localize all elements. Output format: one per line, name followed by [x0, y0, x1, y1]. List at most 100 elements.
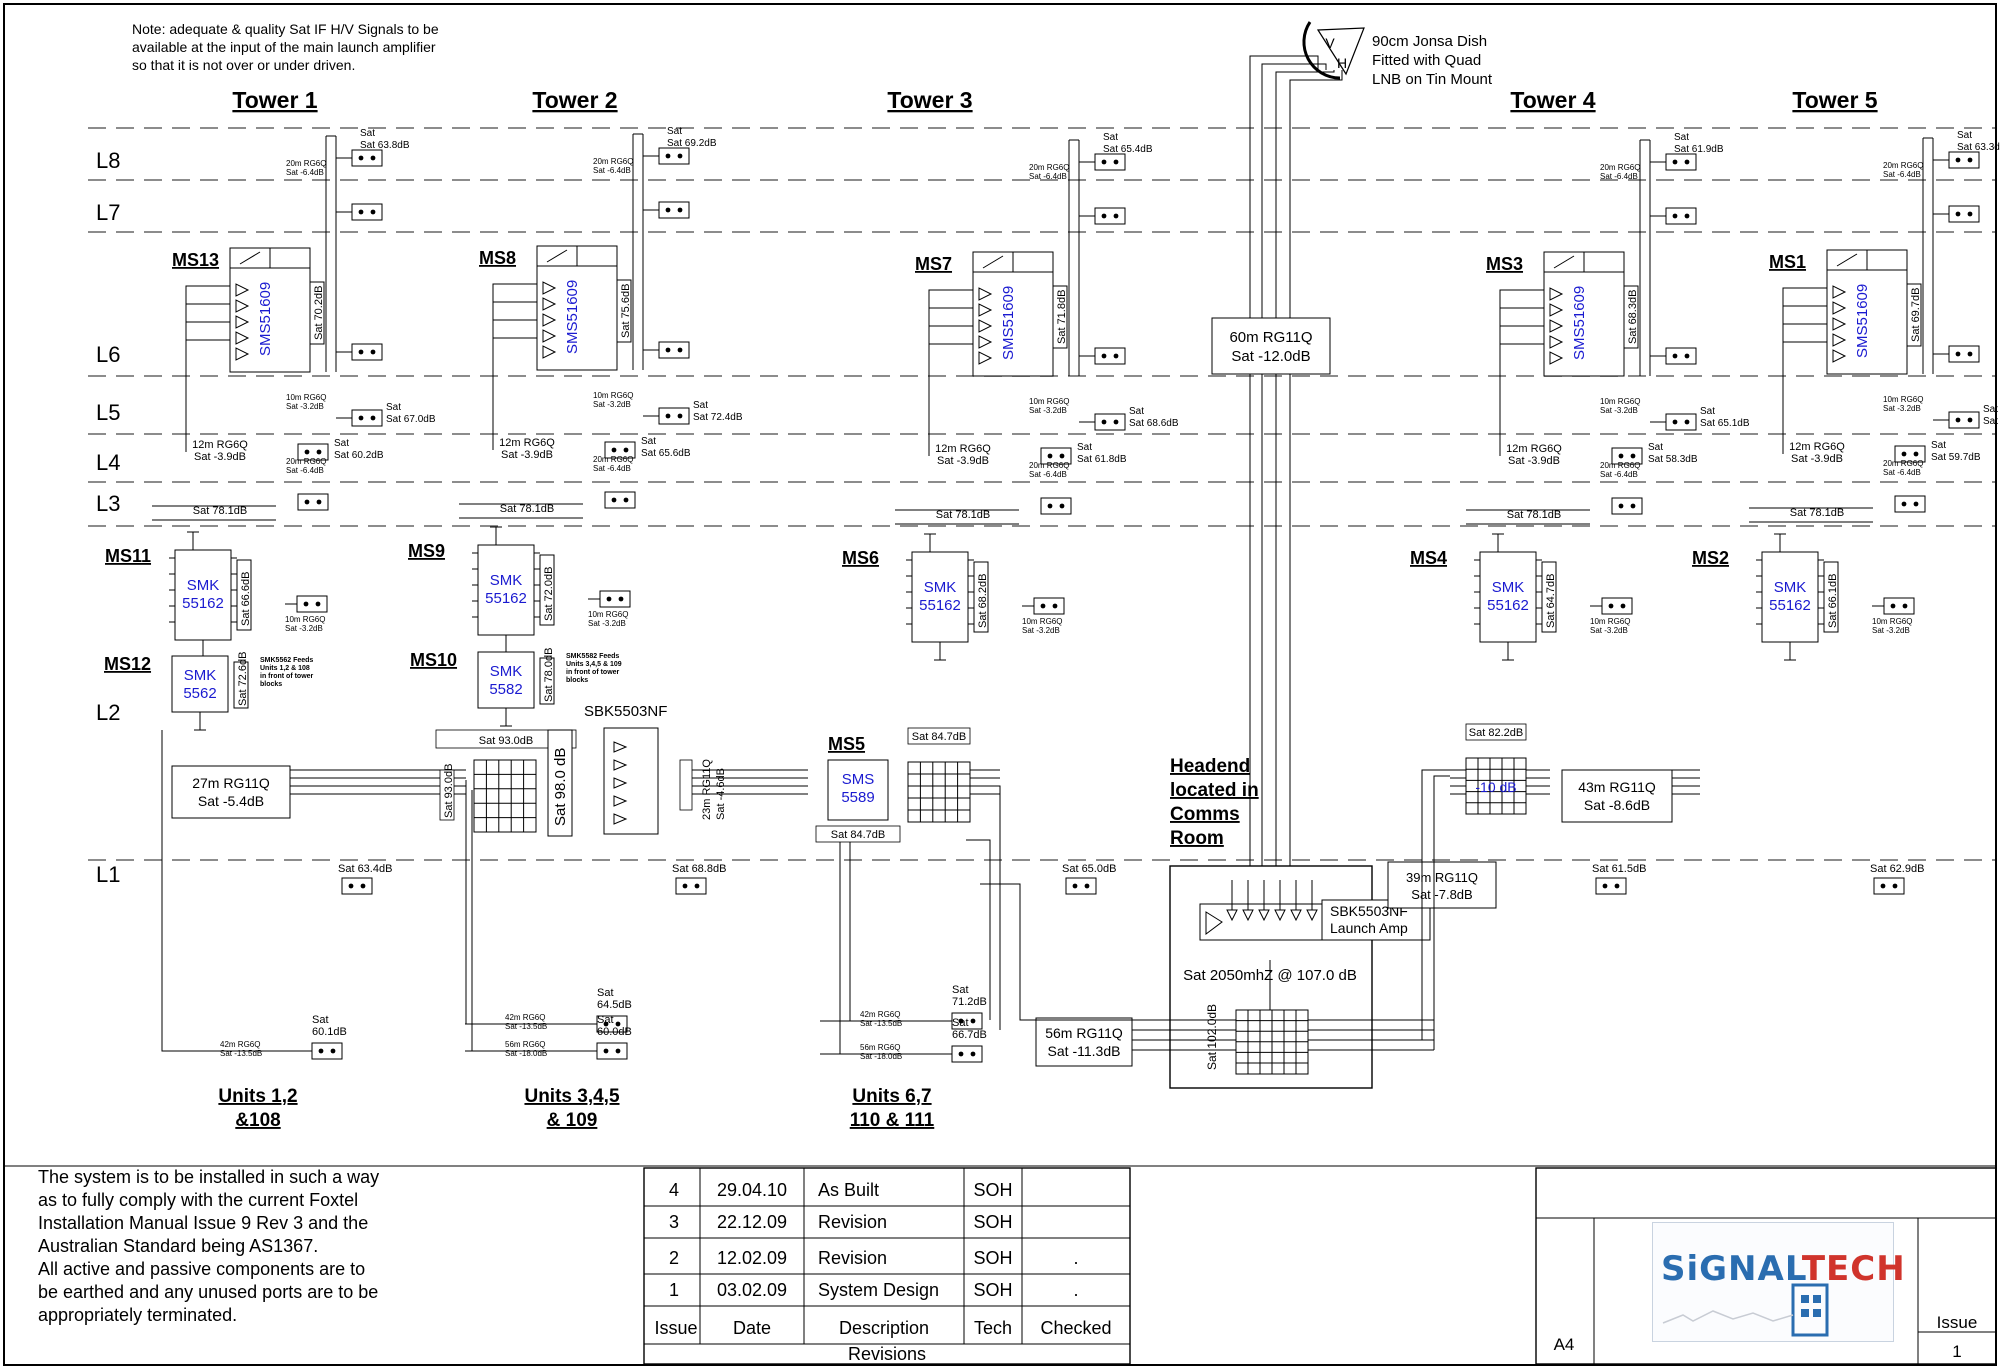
unit-feed-label: 56m RG6Q [860, 1043, 900, 1052]
wall-outlet [1894, 445, 1926, 463]
cable-run-label-box [171, 765, 291, 819]
splitter-model: SMK [490, 572, 523, 589]
wall-outlet [1040, 497, 1072, 515]
wall-outlet [351, 203, 383, 221]
riser-cable-label: 12m RG6Q [1506, 443, 1562, 455]
outlet-port [682, 883, 688, 889]
outlet-level: Sat 68.6dB [1129, 418, 1179, 429]
headend-title: located in [1170, 780, 1259, 801]
unit-outlet-level: 60.1dB [312, 1026, 347, 1038]
outlet-level: Sat 59.7dB [1931, 452, 1981, 463]
outlet-port [1684, 159, 1690, 165]
amp-gain-symbol [1205, 911, 1223, 935]
tap-cable-label: 10m RG6Q [286, 393, 326, 402]
ms-level-box [1906, 283, 1922, 347]
outlet-port [677, 207, 683, 213]
ms-amp-triangle [542, 345, 557, 359]
outlet-port [1059, 503, 1065, 509]
wall-outlet [1033, 597, 1065, 615]
ms-input-lead [928, 325, 973, 450]
feed-note: blocks [566, 677, 588, 684]
outlet-port [1901, 501, 1907, 507]
revision-tech: SOH [973, 1280, 1012, 1300]
wall-outlet [604, 491, 636, 509]
lower-switch-body [171, 655, 229, 713]
outlet-level: Sat 66.5dB [1983, 416, 2000, 427]
riser-cable-label: 12m RG6Q [935, 443, 991, 455]
tap-cable-label: Sat -6.4dB [1883, 170, 1921, 179]
outlet-port [665, 347, 671, 353]
ms-output-level: Sat 69.7dB [1910, 288, 1922, 342]
lower-switch-level-box [539, 657, 555, 705]
wall-outlet [1894, 495, 1926, 513]
ms-input-lead [492, 337, 537, 450]
units-label: &108 [235, 1110, 280, 1131]
floor-level-label: L2 [96, 700, 120, 725]
cable-run-label: 43m RG11Q [1578, 779, 1656, 795]
level-label-box [435, 729, 577, 749]
outlet-level: Sat 65.6dB [641, 448, 691, 459]
wall-outlet [1601, 597, 1633, 615]
lower-switch-name: MS12 [104, 654, 151, 674]
headend-tap-level: Sat 102.0dB [1205, 1004, 1219, 1070]
multiswitch-model: SMS51609 [564, 280, 581, 354]
unit-outlet-level: Sat [312, 1014, 329, 1026]
unit-feed-label: 42m RG6Q [220, 1040, 260, 1049]
tap-cable-label: Sat -3.2dB [588, 619, 626, 628]
wall-outlet [658, 201, 690, 219]
feed-note: blocks [260, 681, 282, 688]
outlet-level: Sat 68.8dB [672, 863, 726, 875]
outlet-level: Sat 65.1dB [1700, 418, 1750, 429]
splitter-name: MS11 [105, 546, 151, 566]
outlet-port [318, 1048, 324, 1054]
outlet-port [1072, 883, 1078, 889]
riser-level: Sat 78.1dB [1790, 507, 1844, 519]
ms-input-lead [928, 343, 973, 456]
dish-label: 90cm Jonsa Dish [1372, 33, 1487, 50]
unit-outlet-level: 64.5dB [597, 999, 632, 1011]
splitter-level-box [236, 559, 252, 631]
outlet-port [358, 155, 364, 161]
ms-amp-triangle [542, 281, 557, 295]
dish-label: LNB on Tin Mount [1372, 71, 1493, 88]
outlet-port [1608, 603, 1614, 609]
cable-run-label: 39m RG11Q [1406, 870, 1478, 885]
ms-amp-triangle [1832, 349, 1847, 363]
compliance-line: as to fully comply with the current Foxt… [38, 1190, 359, 1210]
outlet-port [1113, 353, 1119, 359]
ms-slash [239, 251, 261, 265]
revision-description: System Design [818, 1280, 939, 1300]
wall-outlet [1065, 877, 1097, 895]
outlet-level: Sat [386, 402, 401, 413]
feed-note: Units 3,4,5 & 109 [566, 661, 622, 668]
unit-feed-cable [849, 842, 880, 1022]
outlet-port [603, 1021, 609, 1027]
tap-cable-label: 10m RG6Q [1600, 397, 1640, 406]
wall-outlet [1094, 207, 1126, 225]
ms-input-lead [492, 301, 537, 438]
outlet-port [970, 1051, 976, 1057]
sbk-amp-triangle [613, 759, 628, 771]
wall-outlet [604, 441, 636, 459]
tap-cable-label: Sat -6.4dB [1600, 172, 1638, 181]
tap-cable-label: 10m RG6Q [1029, 397, 1069, 406]
outlet-port [316, 449, 322, 455]
outlet-level: Sat 62.9dB [1870, 863, 1924, 875]
outlet-level: Sat [1077, 442, 1092, 453]
unit-feed-label: 42m RG6Q [505, 1013, 545, 1022]
ms-amp-triangle [235, 299, 250, 313]
ms-slash [982, 255, 1004, 269]
floor-level-label: L4 [96, 450, 120, 475]
riser-level: Sat 78.1dB [193, 505, 247, 517]
outlet-port [1047, 453, 1053, 459]
tap-cable-label: 20m RG6Q [1600, 461, 1640, 470]
wall-outlet [1948, 205, 1980, 223]
cable-run-label: 56m RG11Q [1045, 1025, 1123, 1041]
ms-amp-triangle [235, 331, 250, 345]
outlet-port [1967, 211, 1973, 217]
sbk-amp-triangle [613, 741, 628, 753]
revision-issue: 1 [669, 1280, 679, 1300]
unit-feed-cable [839, 842, 880, 1055]
ms-input-lead [1782, 341, 1827, 454]
revision-checked: . [1073, 1280, 1078, 1300]
